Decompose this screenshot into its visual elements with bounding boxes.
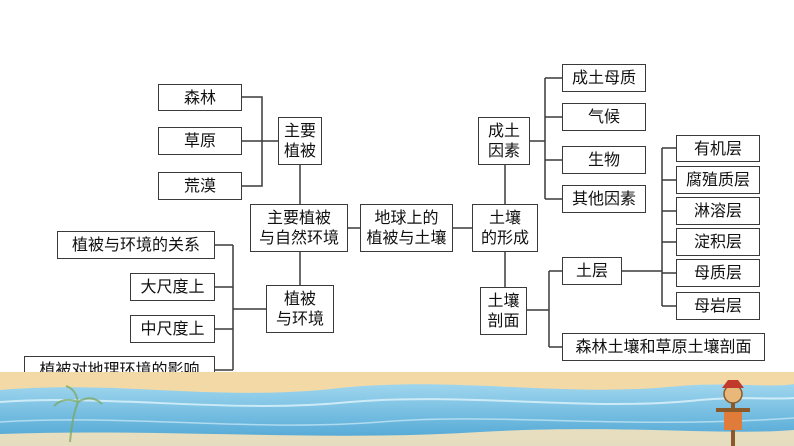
node-main-vegetation-environment-line2: 与自然环境	[258, 228, 339, 247]
node-large-scale: 大尺度上	[130, 273, 215, 301]
node-soil-factors-line1: 成土	[487, 121, 520, 140]
node-main-vegetation-line1: 主要	[283, 121, 316, 140]
node-climate: 气候	[562, 103, 646, 131]
node-organic-layer-label: 有机层	[693, 138, 742, 158]
node-veg-env-relation-label: 植被与环境的关系	[71, 235, 200, 254]
node-organisms: 生物	[562, 146, 646, 174]
node-soil-layer-label: 土层	[575, 261, 608, 280]
node-vegetation-environment: 植被 与环境	[266, 285, 334, 333]
beach-scene	[0, 372, 794, 446]
node-medium-scale-label: 中尺度上	[140, 319, 205, 338]
node-main-vegetation-environment: 主要植被 与自然环境	[250, 204, 348, 252]
node-desert: 荒漠	[158, 172, 242, 200]
node-forest-label: 森林	[183, 87, 216, 107]
node-illuvial-layer: 淀积层	[676, 228, 760, 256]
node-eluvial-layer: 淋溶层	[676, 197, 760, 225]
node-soil-profile: 土壤 剖面	[480, 287, 527, 335]
node-soil-layer: 土层	[562, 257, 622, 285]
node-grassland: 草原	[158, 127, 242, 155]
node-center: 地球上的 植被与土壤	[360, 204, 453, 252]
node-other-factors-label: 其他因素	[571, 189, 636, 208]
node-vegetation-environment-line1: 植被	[283, 289, 316, 308]
node-organic-layer: 有机层	[676, 135, 760, 162]
node-climate-label: 气候	[587, 107, 620, 126]
node-veg-env-relation: 植被与环境的关系	[57, 231, 215, 259]
node-forest: 森林	[158, 84, 242, 111]
node-center-line1: 地球上的	[374, 208, 439, 227]
node-eluvial-layer-label: 淋溶层	[693, 201, 742, 220]
node-main-vegetation-environment-line1: 主要植被	[266, 208, 331, 227]
scarecrow-icon	[716, 380, 750, 446]
node-main-vegetation-line2: 植被	[283, 141, 316, 160]
node-center-line2: 植被与土壤	[366, 228, 447, 247]
node-soil-profile-line2: 剖面	[487, 311, 520, 330]
node-soil-formation-line2: 的形成	[480, 228, 529, 247]
node-illuvial-layer-label: 淀积层	[693, 232, 742, 251]
node-humus-layer-label: 腐殖质层	[685, 170, 750, 189]
node-soil-formation-line1: 土壤	[488, 208, 521, 227]
node-soil-factors-line2: 因素	[487, 141, 520, 160]
node-parent-material: 成土母质	[562, 64, 646, 92]
node-parent-material-label: 成土母质	[571, 68, 636, 87]
node-bedrock-layer: 母岩层	[676, 292, 760, 320]
connector-lines	[215, 77, 676, 371]
node-parent-layer-label: 母质层	[693, 263, 742, 282]
node-humus-layer: 腐殖质层	[676, 166, 760, 194]
palm-tree-icon	[53, 385, 103, 443]
node-organisms-label: 生物	[587, 150, 620, 169]
node-forest-grass-profile-label: 森林土壤和草原土壤剖面	[575, 337, 752, 356]
node-bedrock-layer-label: 母岩层	[693, 296, 742, 315]
node-other-factors: 其他因素	[562, 185, 646, 213]
node-soil-profile-line1: 土壤	[487, 291, 520, 310]
node-desert-label: 荒漠	[183, 176, 216, 195]
node-large-scale-label: 大尺度上	[140, 277, 205, 296]
node-vegetation-environment-line2: 与环境	[275, 309, 324, 328]
node-medium-scale: 中尺度上	[130, 315, 215, 343]
node-main-vegetation: 主要 植被	[278, 117, 322, 165]
node-soil-factors: 成土 因素	[478, 117, 530, 165]
node-grassland-label: 草原	[183, 131, 216, 150]
node-soil-formation: 土壤 的形成	[472, 204, 538, 252]
node-parent-layer: 母质层	[676, 259, 760, 287]
node-forest-grass-profile: 森林土壤和草原土壤剖面	[562, 333, 765, 361]
